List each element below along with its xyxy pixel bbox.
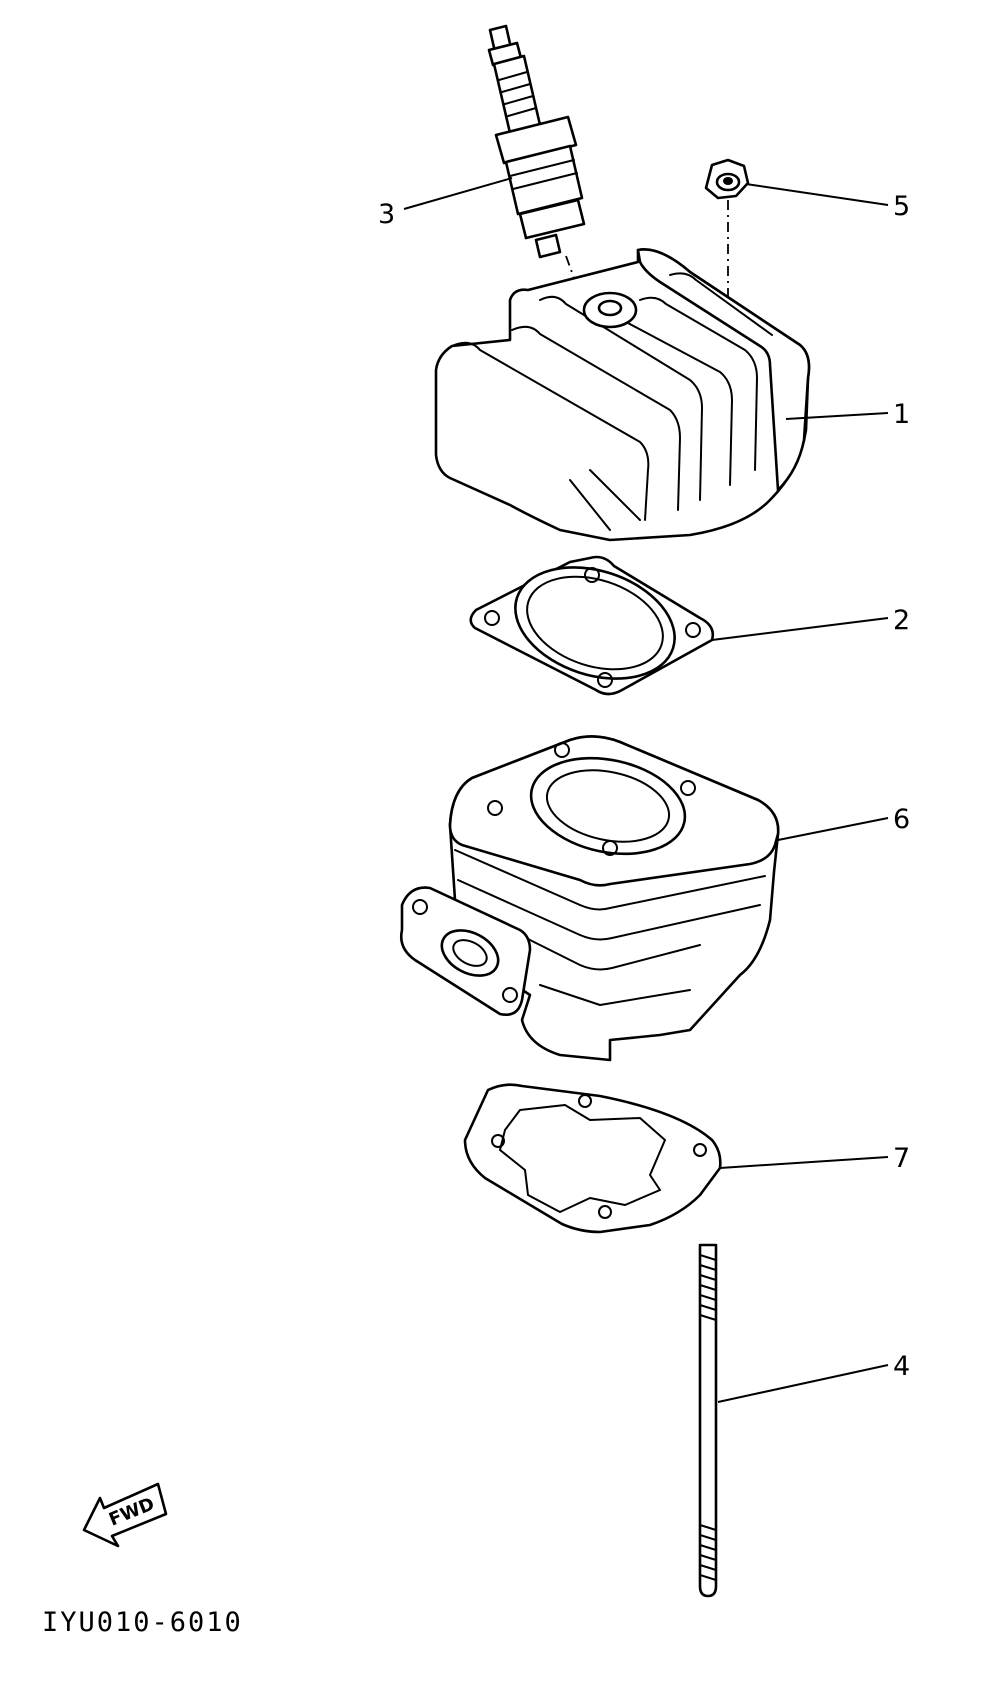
callout-1: 1 xyxy=(893,399,910,430)
leader-lines xyxy=(403,177,889,1403)
nut[interactable] xyxy=(704,158,750,200)
cylinder-head[interactable] xyxy=(434,248,811,542)
head-gasket[interactable] xyxy=(469,548,715,698)
callout-6: 6 xyxy=(893,804,910,835)
callout-3: 3 xyxy=(378,199,395,230)
forward-arrow: FWD xyxy=(82,1482,168,1548)
callout-5: 5 xyxy=(893,191,910,222)
callout-2: 2 xyxy=(893,605,910,636)
stud-bolt[interactable] xyxy=(698,1243,718,1598)
spark-plug[interactable] xyxy=(487,24,586,259)
figure-code: IYU010-6010 xyxy=(42,1607,243,1638)
cylinder[interactable] xyxy=(400,735,780,1062)
leader-4 xyxy=(717,1364,889,1403)
leader-2 xyxy=(711,617,889,641)
callout-7: 7 xyxy=(893,1143,910,1174)
leader-6 xyxy=(777,817,889,841)
callout-4: 4 xyxy=(893,1351,910,1382)
base-gasket[interactable] xyxy=(463,1083,722,1234)
leader-7 xyxy=(719,1156,889,1169)
leader-5 xyxy=(745,183,889,206)
leader-3 xyxy=(403,177,513,210)
leader-1 xyxy=(785,412,889,420)
